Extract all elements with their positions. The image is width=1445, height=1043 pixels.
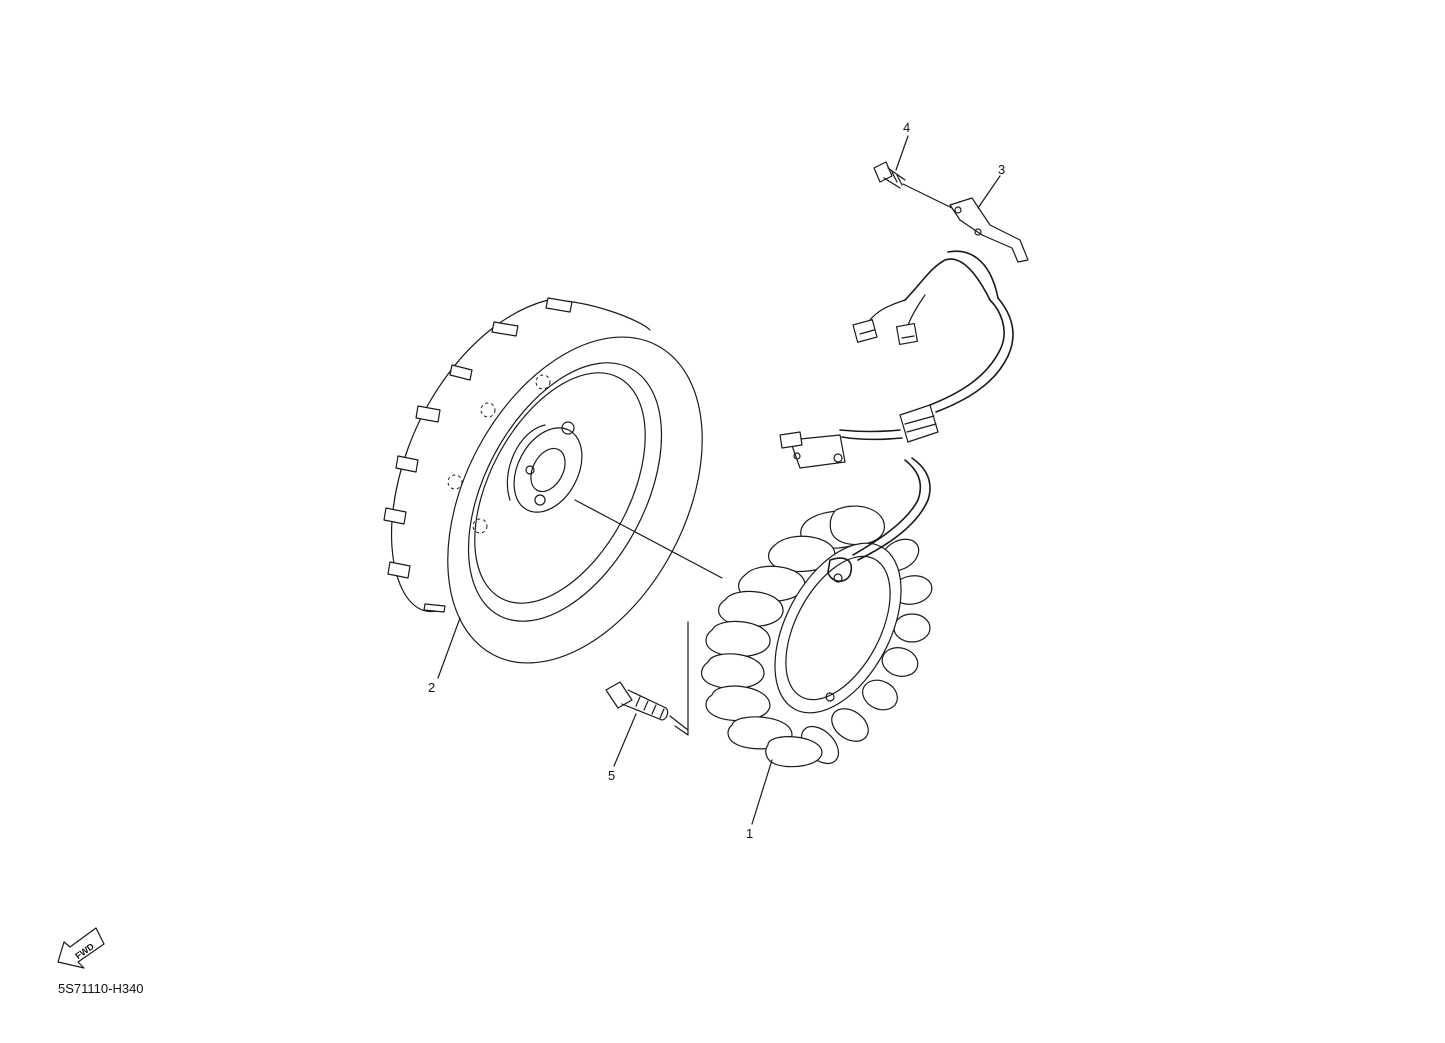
fwd-arrow-icon: FWD: [57, 927, 105, 969]
callout-leaders: [437, 135, 1001, 825]
part-bolt-5: [605, 681, 669, 721]
pickup-coil: [779, 431, 846, 469]
part-rotor: [383, 297, 703, 664]
harness-connectors: [852, 319, 919, 346]
stator-front-coils: [700, 505, 885, 768]
callout-4: 4: [903, 120, 910, 135]
assembly-axis-line: [574, 499, 723, 579]
part-bracket: [949, 197, 1029, 263]
part-wire-harness: [839, 250, 1014, 561]
part-screw-4: [873, 161, 906, 189]
part-stator: [700, 505, 933, 768]
bolt-5-axis-line: [669, 715, 689, 731]
rotor-magnet-tabs: [383, 297, 573, 613]
bolt-5-to-stator-line: [674, 621, 689, 736]
callout-2: 2: [428, 680, 435, 695]
screw-4-to-bracket-line: [902, 183, 953, 209]
diagram-code: 5S71110-H340: [58, 981, 144, 996]
callout-1: 1: [746, 826, 753, 841]
callout-5: 5: [608, 768, 615, 783]
callout-3: 3: [998, 162, 1005, 177]
